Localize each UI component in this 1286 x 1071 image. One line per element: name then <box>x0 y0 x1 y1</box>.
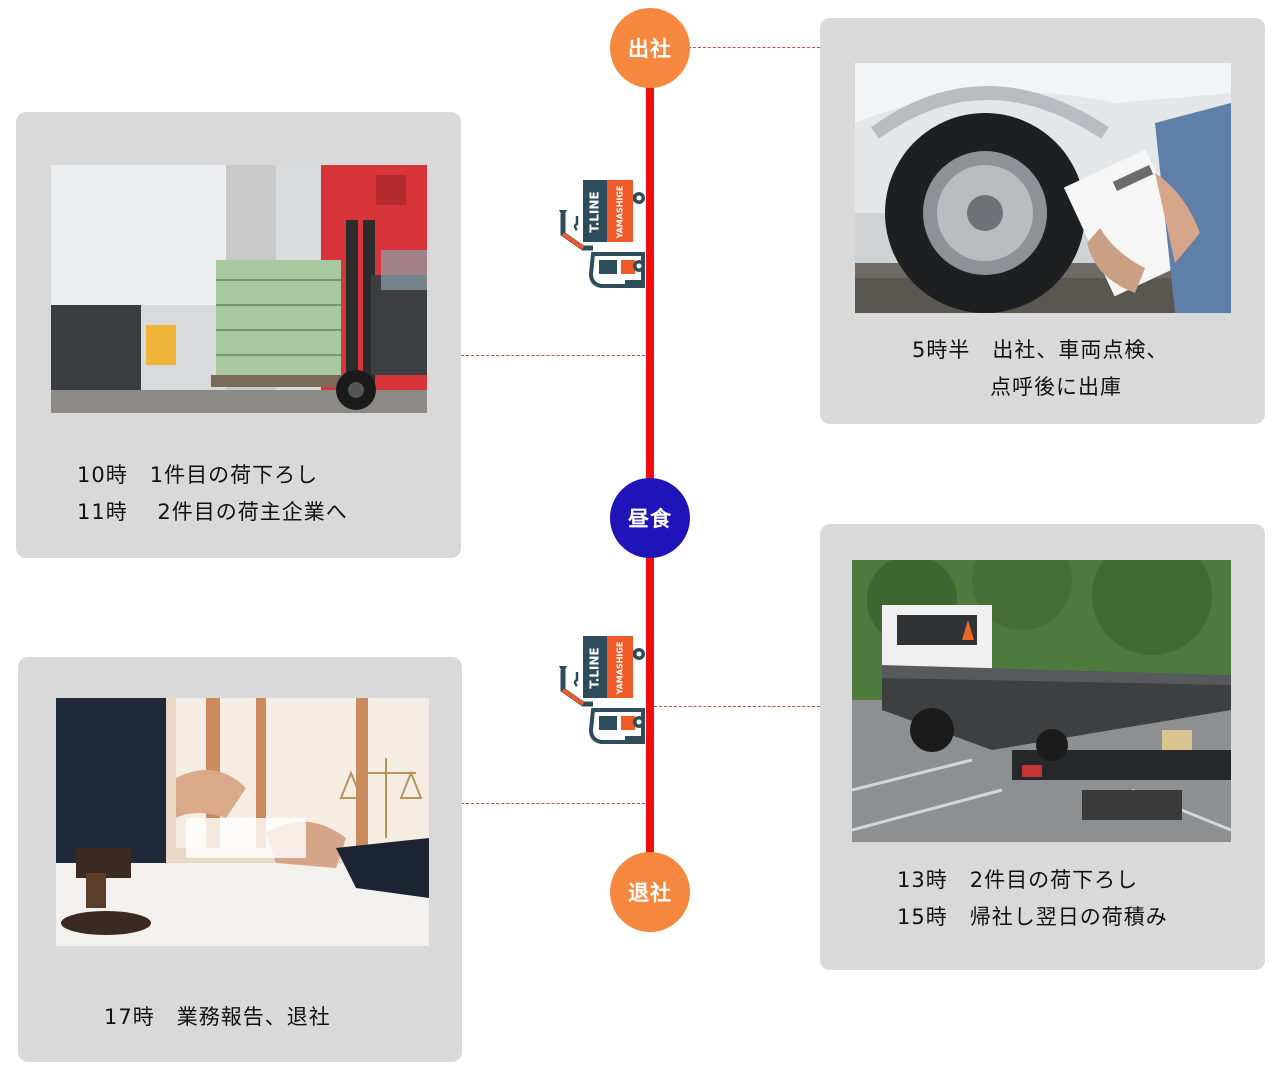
node-end-label: 退社 <box>628 881 672 905</box>
timeline-line-upper <box>646 86 654 484</box>
timeline-line-lower <box>646 556 654 856</box>
caption-report-line1: 17時 業務報告、退社 <box>104 1005 331 1029</box>
truck-icon: T.LINE YAMASHIGE <box>559 636 645 744</box>
truck-logo-lower-line1: T.LINE <box>588 647 602 688</box>
photo-forklift-unloading <box>51 165 427 413</box>
caption-first-delivery-line1: 10時 1件目の荷下ろし <box>77 463 319 487</box>
caption-morning-line2: 点呼後に出庫 <box>990 375 1122 399</box>
caption-afternoon-line2: 15時 帰社し翌日の荷積み <box>897 905 1168 929</box>
caption-first-delivery-line2: 11時 2件目の荷主企業へ <box>77 500 348 524</box>
photo-business-meeting <box>56 698 429 946</box>
truck-logo-lower: T.LINE YAMASHIGE <box>555 632 655 750</box>
node-lunch-label: 昼食 <box>628 507 672 531</box>
card-first-delivery: 10時 1件目の荷下ろし 11時 2件目の荷主企業へ <box>16 112 461 558</box>
connector-first-delivery <box>461 355 645 356</box>
connector-start <box>688 47 820 48</box>
connector-afternoon <box>654 706 820 707</box>
truck-logo-upper-line2: YAMASHIGE <box>616 186 625 240</box>
photo-vehicle-inspection <box>855 63 1231 313</box>
connector-report <box>461 803 645 804</box>
truck-logo-upper-line1: T.LINE <box>588 191 602 232</box>
card-report: 17時 業務報告、退社 <box>18 657 462 1062</box>
card-morning-check: 5時半 出社、車両点検、 点呼後に出庫 <box>820 18 1265 424</box>
photo-flatbed-truck <box>852 560 1231 842</box>
caption-afternoon-line1: 13時 2件目の荷下ろし <box>897 868 1139 892</box>
node-start: 出社 <box>610 8 690 88</box>
node-start-label: 出社 <box>628 37 672 61</box>
node-end: 退社 <box>610 852 690 932</box>
node-lunch: 昼食 <box>610 478 690 558</box>
caption-morning-line1: 5時半 出社、車両点検、 <box>912 338 1169 362</box>
truck-logo-lower-line2: YAMASHIGE <box>616 642 625 696</box>
truck-logo-upper: T.LINE YAMASHIGE <box>555 176 655 294</box>
card-afternoon: 13時 2件目の荷下ろし 15時 帰社し翌日の荷積み <box>820 524 1265 970</box>
truck-icon: T.LINE YAMASHIGE <box>559 180 645 288</box>
